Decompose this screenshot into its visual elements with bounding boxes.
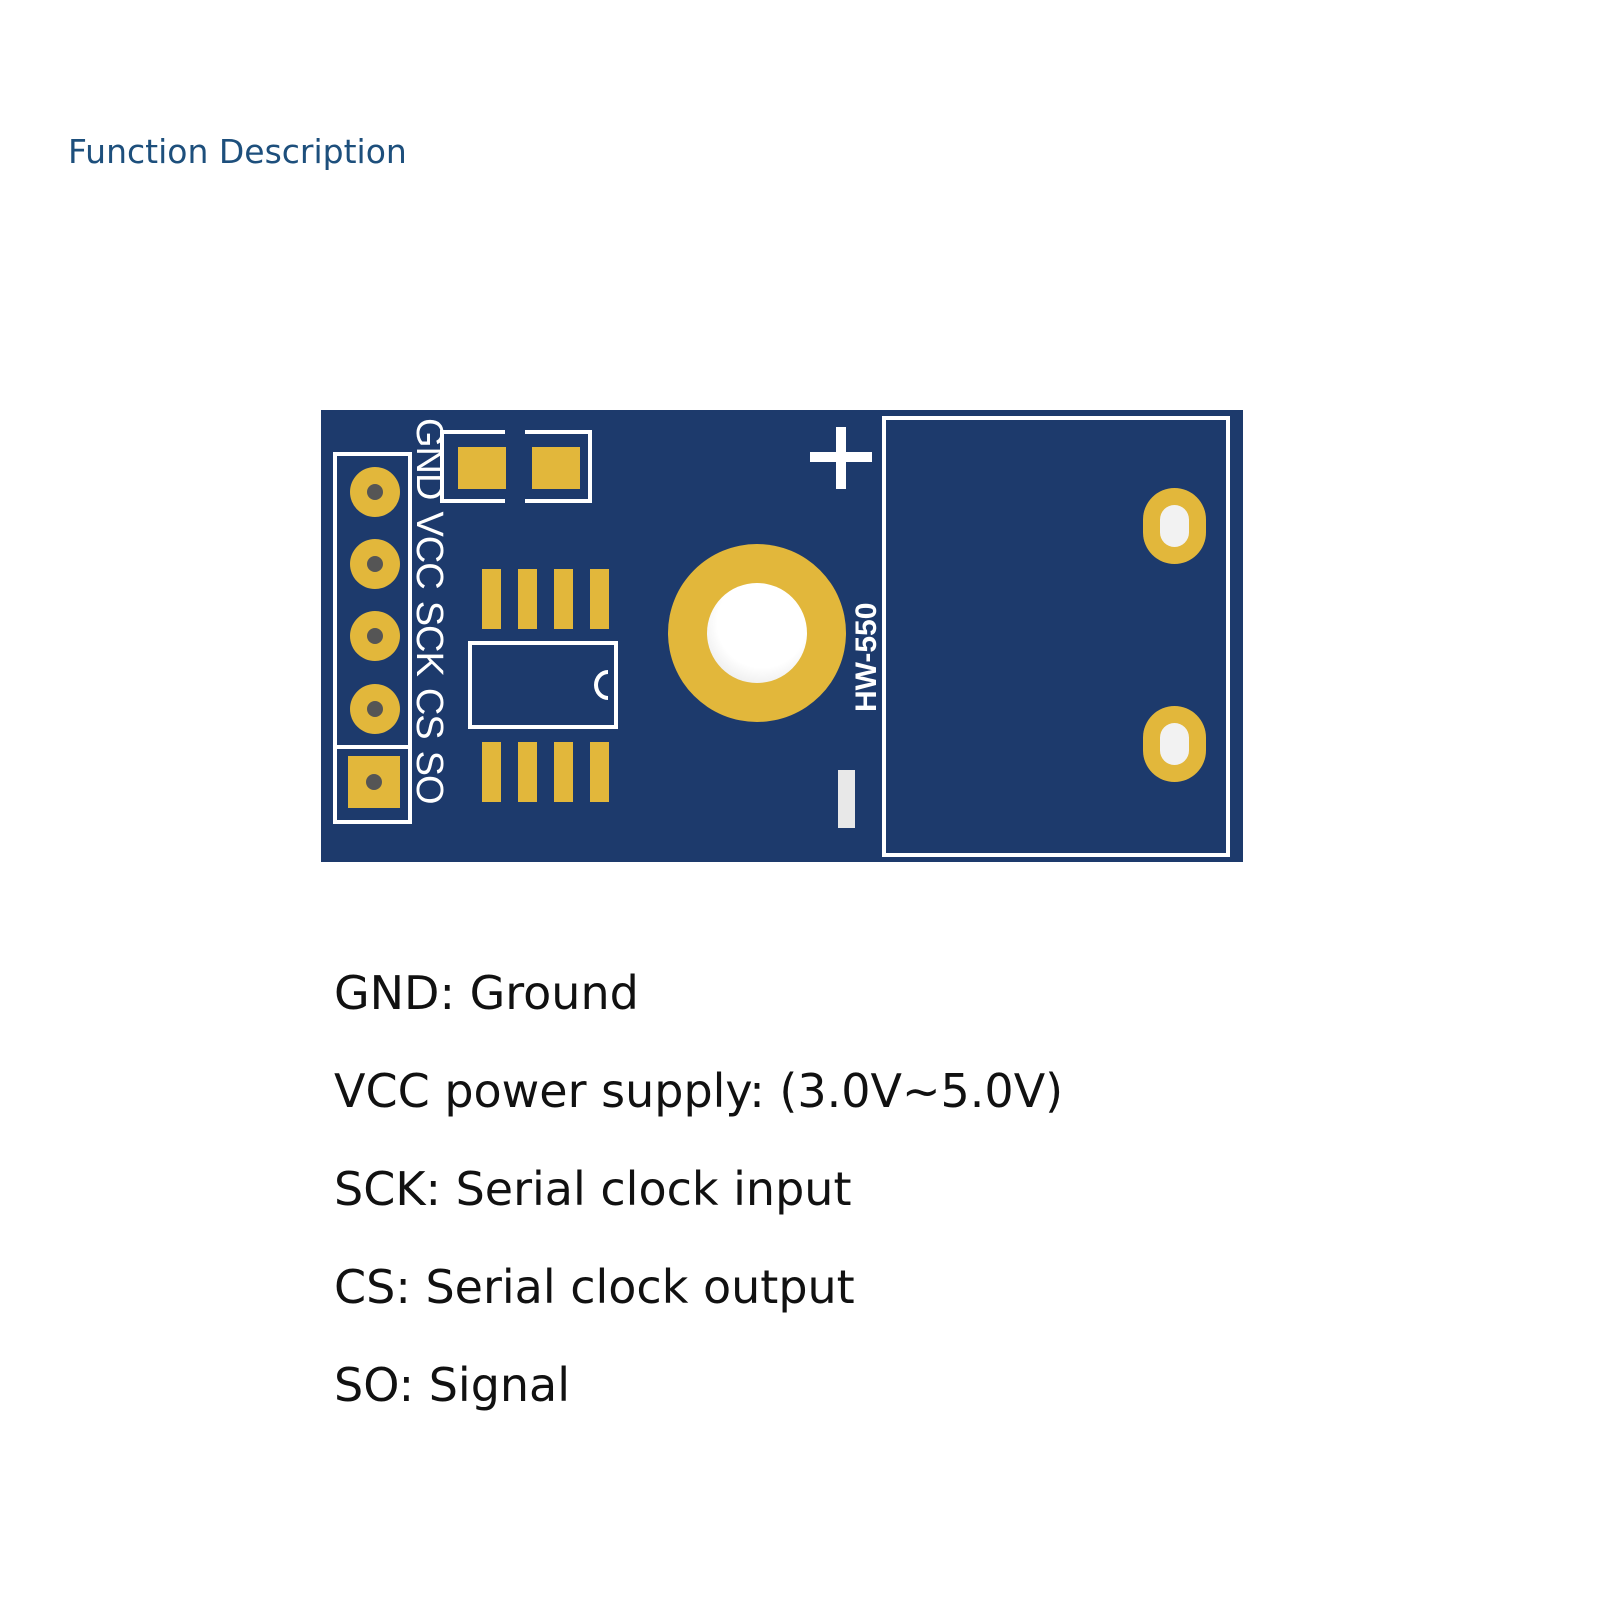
description-gnd: GND: Ground: [334, 966, 639, 1020]
description-vcc: VCC power supply: (3.0V~5.0V): [334, 1064, 1064, 1118]
capacitor-pad: [532, 447, 580, 489]
pin-so-hole: [366, 774, 382, 790]
ic-pad: [554, 742, 573, 802]
capacitor-gap: [505, 425, 525, 508]
model-label: HW-550: [850, 602, 883, 712]
ic-pad: [482, 742, 501, 802]
description-so: SO: Signal: [334, 1358, 571, 1412]
ic-pad: [482, 569, 501, 629]
ic-pad: [554, 569, 573, 629]
ic-outline: [468, 641, 618, 729]
sensor-area-outline: [882, 416, 1230, 857]
page-title: Function Description: [68, 132, 407, 171]
pin1-outline: [333, 745, 412, 824]
pin-cs: [350, 684, 400, 734]
capacitor-pad: [458, 447, 506, 489]
pin-label: VCC: [408, 511, 450, 589]
description-cs: CS: Serial clock output: [334, 1260, 855, 1314]
pin-label: SCK: [408, 600, 450, 676]
description-sck: SCK: Serial clock input: [334, 1162, 852, 1216]
ic-pad: [590, 742, 609, 802]
pin-sck: [350, 611, 400, 661]
pin-label: CS: [408, 687, 450, 739]
pin-label: SO: [408, 750, 450, 804]
sensor-pad-hole: [1160, 505, 1189, 547]
ic-notch: [594, 670, 608, 700]
plus-sign: [836, 427, 846, 489]
pin-vcc: [350, 539, 400, 589]
pin-gnd: [350, 467, 400, 517]
mounting-hole: [707, 583, 807, 683]
ic-pad: [518, 742, 537, 802]
ic-pad: [590, 569, 609, 629]
sensor-pad-hole: [1160, 723, 1189, 765]
minus-sign: [838, 770, 855, 828]
ic-pad: [518, 569, 537, 629]
